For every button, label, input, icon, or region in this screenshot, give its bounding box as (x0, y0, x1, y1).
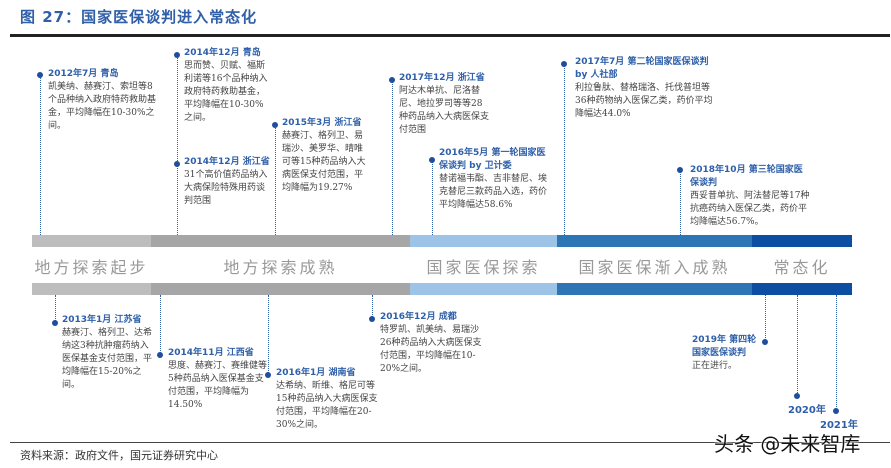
watermark: 头条 @未来智库 (714, 432, 861, 456)
event-body: 赫赛汀、格列卫、易瑞沙、美罗华、晴唯可等15种药品纳入大病医保支付范围，平均降幅… (282, 131, 366, 193)
connector-bottom-7 (836, 295, 837, 411)
event-body: 利拉鲁肽、替格瑞洛、托伐普坦等36种药物纳入医保乙类，药价平均降幅达44.0% (575, 83, 713, 119)
event-2012-07-qingdao: 2012年7月 青岛 凯美纳、赫赛汀、索坦等8个品种纳入政府特药救助基金，平均降… (48, 68, 158, 133)
event-body: 阿达木单抗、尼洛替尼、地拉罗司等等28种药品纳入大病医保支付范围 (399, 86, 490, 135)
marker-dot (52, 320, 58, 326)
connector-top-6 (564, 64, 565, 235)
title-divider (10, 34, 890, 37)
phase-label-4: 国家医保渐入成熟 (578, 258, 731, 277)
event-body: 替诺福韦酯、吉非替尼、埃克替尼三款药品入选，药价平均降幅达58.6% (439, 174, 548, 210)
event-title: 2018年10月 第三轮国家医保谈判 (690, 165, 803, 188)
event-2015-03-zhejiang: 2015年3月 浙江省 赫赛汀、格列卫、易瑞沙、美罗华、晴唯可等15种药品纳入大… (282, 117, 370, 195)
marker-dot (762, 339, 768, 345)
marker-dot (157, 352, 163, 358)
connector-bottom-3 (268, 295, 269, 375)
event-2017-12-zhejiang: 2017年12月 浙江省 阿达木单抗、尼洛替尼、地拉罗司等等28种药品纳入大病医… (399, 72, 491, 137)
event-title: 2017年7月 第二轮国家医保谈判 by 人社部 (575, 57, 709, 80)
footer-divider (10, 442, 890, 443)
event-title: 2014年12月 青岛 (184, 48, 261, 58)
marker-dot (37, 72, 43, 78)
event-body: 达希纳、昕维、格尼可等15种药品纳入大病医保支付范围，平均降幅在20-30%之间… (276, 381, 378, 430)
event-body: 正在进行。 (692, 361, 738, 371)
connector-top-3 (275, 125, 276, 235)
bar-bottom-phase-2 (151, 283, 410, 295)
event-2016-12-chengdu: 2016年12月 成都 特罗凯、凯美纳、易瑞沙26种药品纳入大病医保支付范围，平… (380, 311, 482, 376)
bar-top-phase-5 (752, 235, 852, 247)
event-2021: 2021年 (820, 420, 858, 431)
bar-bottom-phase-1 (32, 283, 151, 295)
connector-bottom-4 (372, 295, 373, 319)
phase-label-3: 国家医保探索 (426, 258, 541, 277)
marker-dot (429, 157, 435, 163)
event-body: 赫赛汀、格列卫、达希纳这3种抗肿瘤药纳入医保基金支付范围，平均降幅在15-20%… (62, 328, 153, 390)
event-title: 2016年1月 湖南省 (276, 368, 356, 378)
event-title: 2013年1月 江苏省 (62, 315, 142, 325)
connector-bottom-2 (160, 295, 161, 355)
connector-top-5 (432, 160, 433, 235)
page-title: 图 27：国家医保谈判进入常态化 (20, 8, 258, 26)
marker-dot (174, 52, 180, 58)
event-title: 2019年 第四轮国家医保谈判 (692, 335, 757, 358)
event-body: 特罗凯、凯美纳、易瑞沙26种药品纳入大病医保支付范围，平均降幅在10-20%之间… (380, 325, 482, 374)
marker-dot (389, 77, 395, 83)
event-title: 2015年3月 浙江省 (282, 118, 362, 128)
event-body: 凯美纳、赫赛汀、索坦等8个品种纳入政府特药救助基金，平均降幅在10-30%之间。 (48, 82, 157, 131)
event-2019-fourth-national: 2019年 第四轮国家医保谈判 正在进行。 (692, 334, 758, 373)
source-note: 资料来源：政府文件，国元证券研究中心 (20, 449, 218, 462)
connector-bottom-5 (765, 295, 766, 342)
connector-top-4 (392, 80, 393, 235)
event-2014-12-zhejiang: 2014年12月 浙江省 31个高价值药品纳入大病保险特殊用药谈判范围 (184, 156, 272, 208)
event-body: 思而赞、贝赋、福斯利诺等16个品种纳入政府特药救助基金，平均降幅在10-30%之… (184, 61, 268, 123)
connector-top-1 (40, 75, 41, 235)
phase-label-1: 地方探索起步 (34, 258, 149, 277)
event-title: 2016年12月 成都 (380, 312, 457, 322)
bar-bottom-phase-5 (752, 283, 852, 295)
phase-label-5: 常态化 (773, 258, 831, 277)
event-2017-07-second-national: 2017年7月 第二轮国家医保谈判 by 人社部 利拉鲁肽、替格瑞洛、托伐普坦等… (575, 56, 715, 121)
bar-top-phase-1 (32, 235, 151, 247)
event-body: 31个高价值药品纳入大病保险特殊用药谈判范围 (184, 170, 268, 206)
bar-top-phase-3 (410, 235, 557, 247)
connector-bottom-6 (797, 295, 798, 395)
marker-dot (265, 372, 271, 378)
event-2014-11-jiangxi: 2014年11月 江西省 思度、赫赛汀、赛维健等5种药品纳入医保基金支付范围，平… (168, 347, 270, 412)
event-body: 思度、赫赛汀、赛维健等5种药品纳入医保基金支付范围，平均降幅为14.50% (168, 361, 268, 410)
bar-top-phase-2 (151, 235, 410, 247)
event-body: 西妥昔单抗、阿法替尼等17种抗癌药纳入医保乙类，药价平均降幅达56.7%。 (690, 191, 810, 227)
event-2013-01-jiangsu: 2013年1月 江苏省 赫赛汀、格列卫、达希纳这3种抗肿瘤药纳入医保基金支付范围… (62, 314, 152, 392)
bar-bottom-phase-3 (410, 283, 557, 295)
connector-bottom-1 (55, 295, 56, 323)
bar-top-phase-4 (557, 235, 752, 247)
marker-dot (794, 393, 800, 399)
event-title: 2014年11月 江西省 (168, 348, 254, 358)
event-title: 2014年12月 浙江省 (184, 157, 270, 167)
marker-dot (833, 408, 839, 414)
event-title: 2017年12月 浙江省 (399, 73, 485, 83)
marker-dot (174, 161, 180, 167)
marker-dot (369, 316, 375, 322)
connector-top-7 (680, 170, 681, 235)
marker-dot (677, 167, 683, 173)
connector-top-2 (177, 55, 178, 235)
event-2018-10-third-national: 2018年10月 第三轮国家医保谈判 西妥昔单抗、阿法替尼等17种抗癌药纳入医保… (690, 164, 810, 229)
event-2014-12-qingdao: 2014年12月 青岛 思而赞、贝赋、福斯利诺等16个品种纳入政府特药救助基金，… (184, 47, 270, 125)
phase-label-2: 地方探索成熟 (223, 258, 338, 277)
event-title: 2012年7月 青岛 (48, 69, 119, 79)
bar-bottom-phase-4 (557, 283, 752, 295)
event-2016-01-hunan: 2016年1月 湖南省 达希纳、昕维、格尼可等15种药品纳入大病医保支付范围，平… (276, 367, 378, 432)
marker-dot (561, 61, 567, 67)
event-2016-05-first-national: 2016年5月 第一轮国家医保谈判 by 卫计委 替诺福韦酯、吉非替尼、埃克替尼… (439, 147, 551, 212)
event-title: 2016年5月 第一轮国家医保谈判 by 卫计委 (439, 148, 546, 171)
event-2020: 2020年 (788, 405, 826, 416)
marker-dot (272, 122, 278, 128)
